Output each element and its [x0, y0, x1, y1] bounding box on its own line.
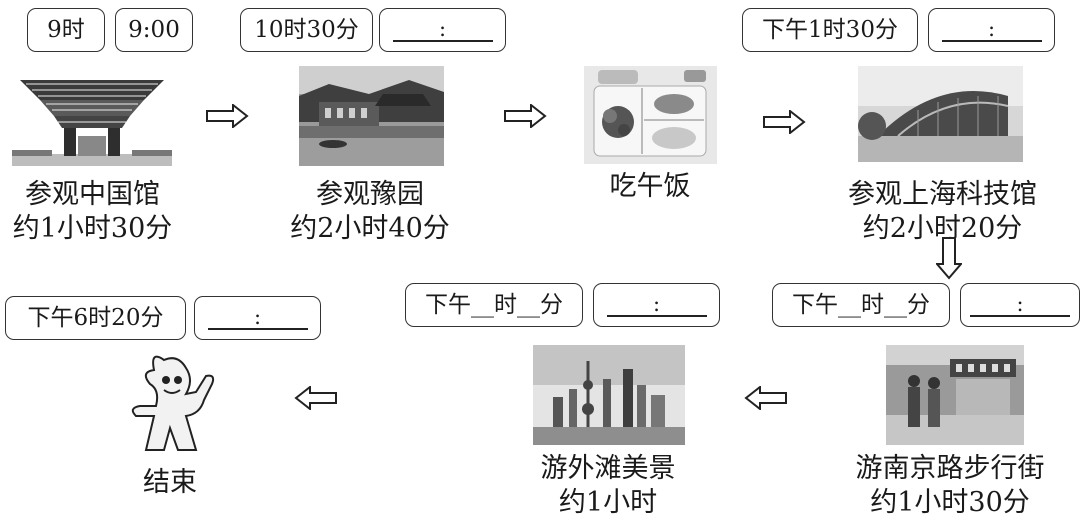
down-arrow-icon [936, 237, 962, 280]
step2-time-blank[interactable]: : [379, 8, 506, 52]
step5-time-blank[interactable]: : [960, 283, 1080, 327]
left-arrow-icon [294, 386, 337, 410]
step6-time-label: 下午__时__分 [405, 283, 583, 327]
science-museum-icon [858, 66, 1023, 162]
right-arrow-icon [206, 104, 249, 128]
place-name: 参观中国馆 [25, 179, 160, 210]
place-name: 结束 [143, 467, 197, 498]
step5-time-label: 下午__时__分 [772, 283, 950, 327]
time-blank-line: : [606, 293, 707, 317]
time-blank-line: : [970, 293, 1070, 317]
duration-text: 约1小时30分 [870, 487, 1030, 518]
place-name: 游外滩美景 [540, 453, 676, 484]
place-name: 参观豫园 [316, 179, 424, 210]
right-arrow-icon [763, 110, 806, 134]
duration-text: 约1小时30分 [12, 213, 173, 244]
step7-time-label: 下午6时20分 [5, 296, 186, 340]
place-name: 吃午饭 [609, 171, 691, 202]
step7-caption: 结束 [110, 466, 230, 500]
right-arrow-icon [504, 104, 547, 128]
left-arrow-icon [744, 386, 787, 410]
step2-time-label: 10时30分 [240, 8, 373, 52]
haibao-mascot-icon [131, 355, 215, 451]
bund-skyline-icon [533, 345, 685, 445]
step4-time-label: 下午1时30分 [742, 8, 918, 52]
step3-caption: 吃午饭 [575, 170, 725, 204]
step1-time-value: 9:00 [115, 8, 193, 52]
lunch-box-icon [584, 66, 717, 164]
step1-time-label: 9时 [27, 8, 105, 52]
place-name: 参观上海科技馆 [848, 179, 1037, 210]
time-blank-line: : [941, 18, 1042, 42]
step5-caption: 游南京路步行街 约1小时30分 [835, 452, 1065, 520]
time-blank-line: : [392, 18, 493, 42]
time-blank-line: : [207, 306, 308, 330]
duration-text: 约2小时40分 [290, 213, 450, 244]
nanjing-road-icon [886, 345, 1024, 445]
step4-time-blank[interactable]: : [928, 8, 1055, 52]
yu-garden-icon [299, 66, 444, 166]
place-name: 游南京路步行街 [855, 453, 1045, 484]
china-pavilion-icon [12, 80, 172, 166]
step7-time-blank[interactable]: : [194, 296, 321, 340]
step1-caption: 参观中国馆 约1小时30分 [0, 178, 185, 246]
duration-text: 约1小时 [558, 487, 658, 518]
step6-caption: 游外滩美景 约1小时 [508, 452, 708, 520]
step2-caption: 参观豫园 约2小时40分 [275, 178, 465, 246]
step6-time-blank[interactable]: : [593, 283, 720, 327]
